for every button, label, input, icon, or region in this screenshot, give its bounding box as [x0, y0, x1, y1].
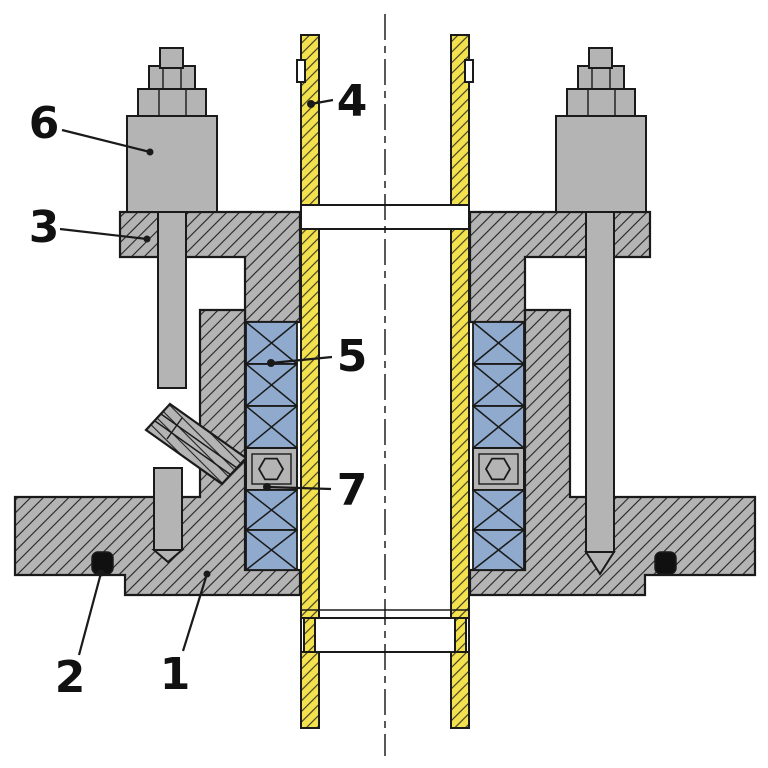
- snap-ring-groove-right: [464, 59, 474, 83]
- packing-ring: [472, 363, 525, 407]
- callout-label-3: 3: [29, 202, 60, 253]
- packing-ring: [245, 405, 298, 449]
- leader-dot: [143, 235, 151, 243]
- tube-groove-wall-right: [454, 617, 467, 653]
- lantern-ring-left: [245, 447, 298, 491]
- stud-shaft: [585, 211, 615, 553]
- packing-ring: [472, 529, 525, 571]
- snap-ring-groove-left: [296, 59, 306, 83]
- callout-label-1: 1: [160, 649, 191, 700]
- tube-groove-wall-left: [303, 617, 316, 653]
- hex-nut: [566, 88, 636, 117]
- callout-labels: 6 3 4 5 7 2 1: [29, 76, 368, 703]
- leader-1: [181, 573, 209, 652]
- jam-nut: [577, 65, 625, 90]
- callout-label-7: 7: [337, 465, 368, 516]
- stud-top: [159, 47, 184, 69]
- fitting-shoulder-line: [166, 417, 183, 440]
- packing-ring: [472, 405, 525, 449]
- pin-shaft: [153, 467, 183, 551]
- fitting-body: [144, 402, 248, 486]
- callout-label-2: 2: [55, 652, 86, 703]
- lantern-ring-inner: [478, 453, 519, 485]
- callout-label-5: 5: [337, 331, 368, 382]
- leader-dot: [203, 570, 211, 578]
- stud-boss: [126, 115, 218, 213]
- stud-top: [588, 47, 613, 69]
- lantern-ring-body: [472, 447, 525, 491]
- leader-dot: [307, 100, 315, 108]
- leader-7: [266, 485, 332, 491]
- callout-label-4: 4: [337, 76, 368, 127]
- leader-5: [270, 355, 333, 365]
- lantern-ring-right: [472, 447, 525, 491]
- stud-tip: [584, 551, 616, 576]
- grease-fitting: [144, 402, 248, 486]
- leader-dot: [263, 483, 271, 491]
- fitting-bore-line: [160, 413, 238, 469]
- leader-dot: [97, 569, 105, 577]
- stud-boss: [555, 115, 647, 213]
- packing-stack-right: [472, 321, 525, 571]
- callout-label-6: 6: [29, 98, 60, 149]
- stud-shaft: [157, 211, 187, 389]
- packing-ring: [245, 529, 298, 571]
- o-ring-right: [654, 551, 677, 575]
- callout-leaders: [59, 98, 334, 656]
- fitting-bore-line: [154, 420, 232, 476]
- hex-socket-icon: [257, 457, 285, 481]
- packing-ring: [245, 321, 298, 365]
- packing-ring: [472, 489, 525, 531]
- jam-nut: [148, 65, 196, 90]
- lantern-ring-inner: [251, 453, 292, 485]
- leader-6: [61, 128, 151, 154]
- hex-nut: [137, 88, 207, 117]
- hex-socket-icon: [484, 457, 512, 481]
- lantern-ring-body: [245, 447, 298, 491]
- leader-2: [77, 572, 103, 656]
- packing-ring: [245, 363, 298, 407]
- packing-ring: [245, 489, 298, 531]
- stud-bolt-right: [555, 47, 647, 576]
- stud-bolt-left: [126, 47, 218, 389]
- leader-dot: [146, 148, 154, 156]
- leader-dot: [267, 359, 275, 367]
- lower-pin-left: [151, 467, 185, 564]
- packing-ring: [472, 321, 525, 365]
- leader-3: [59, 227, 148, 241]
- pin-tip: [151, 549, 185, 564]
- packing-stack-left: [245, 321, 298, 571]
